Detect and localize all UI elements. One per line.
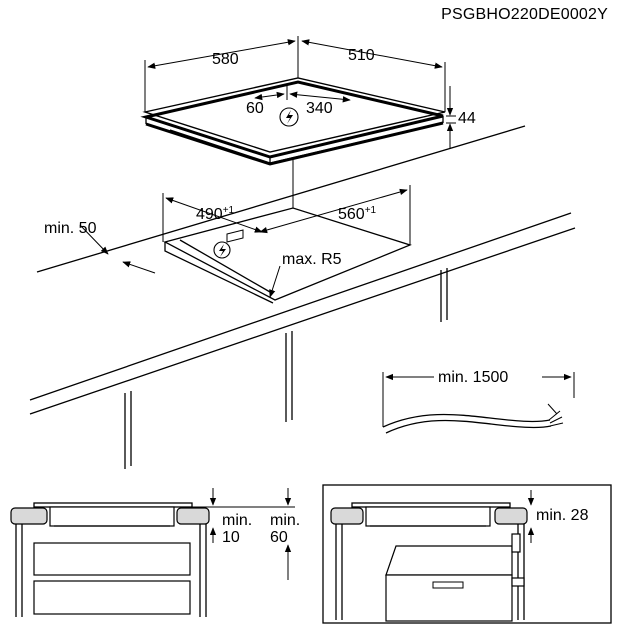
hob-drawing [140,36,456,166]
cutout-electric-icon [213,241,231,259]
hob-width-label: 580 [212,51,239,68]
section-right [322,484,612,624]
left-min10-label: min. [222,512,252,529]
document-code: PSGBHO220DE0002Y [441,6,608,23]
hob-depth-label: 510 [348,47,375,64]
cutout-depth-label: 560+1 [338,205,377,223]
cutout-width-value: 490 [196,206,223,223]
cable-length-label: min. 1500 [438,369,508,386]
electric-connection-icon [279,107,299,127]
connection-left-label: 60 [246,100,264,117]
cutout-depth-value: 560 [338,206,365,223]
left-min10-value: 10 [222,529,240,546]
hob-height-label: 44 [458,110,476,127]
left-min60-value: 60 [270,529,288,546]
worktop-drawing [29,125,576,469]
right-min28-label: min. 28 [536,507,589,524]
cutout-depth-tolerance: +1 [365,205,377,216]
cutout-radius-label: max. R5 [282,251,342,268]
left-min60-label: min. [270,512,300,529]
cutout-width-tolerance: +1 [223,205,235,216]
connection-right-label: 340 [306,100,333,117]
cutout-width-label: 490+1 [196,205,235,223]
section-left [10,488,295,617]
cutout-edge-distance-label: min. 50 [44,220,97,237]
cable-drawing [382,372,575,434]
